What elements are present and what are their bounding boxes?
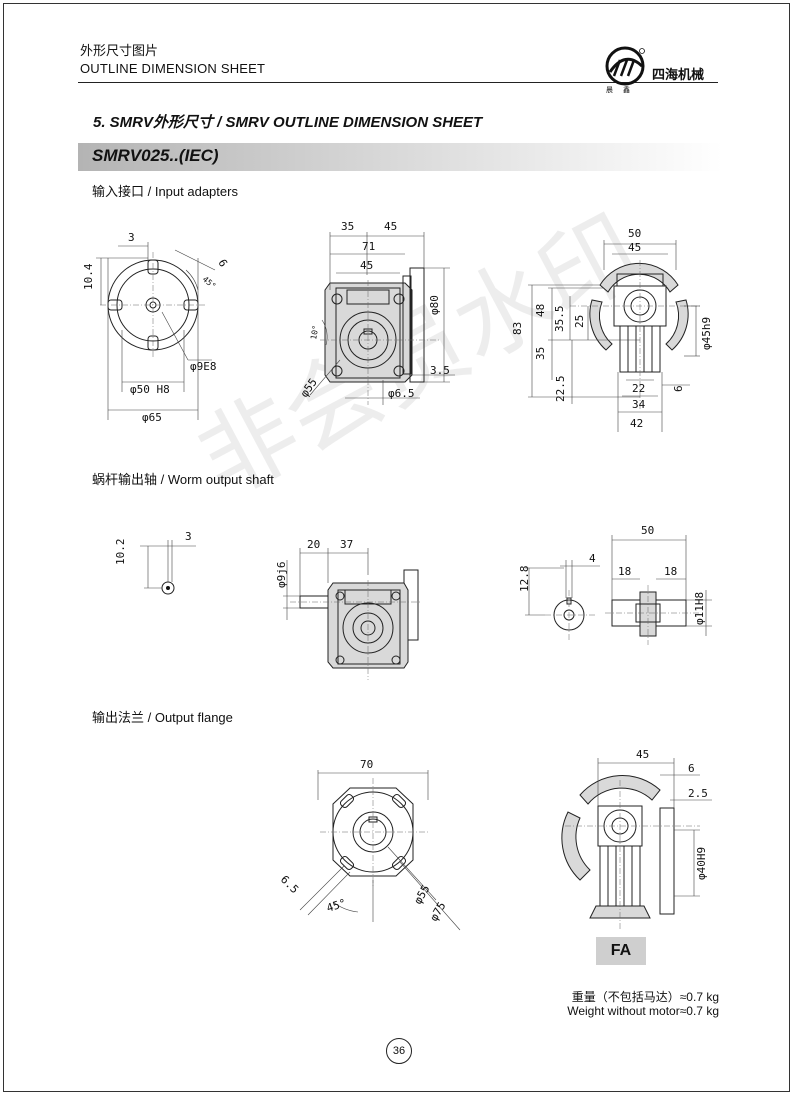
dim-input-side-71: 71 <box>362 240 375 253</box>
header-rule <box>78 82 718 83</box>
fa-label: FA <box>596 937 646 965</box>
dim-input-right-22: 22 <box>632 382 645 395</box>
dim-input-side-35: 35 <box>341 220 354 233</box>
dim-input-front-3: 3 <box>128 231 135 244</box>
dim-input-right-45: 45 <box>628 241 641 254</box>
dim-worm-right-12-8: 12.8 <box>518 566 531 593</box>
dim-input-front-10-4: 10.4 <box>82 263 95 290</box>
dim-worm-right-phi11h8: φ11H8 <box>693 592 706 625</box>
dim-input-right-phi45h9: φ45h9 <box>700 317 713 350</box>
dim-flange-side-45: 45 <box>636 748 649 761</box>
header-title-cn: 外形尺寸图片 <box>80 43 159 58</box>
brand-logo-subtext: 晨鑫 <box>606 87 640 94</box>
dim-input-front-45deg: 45° <box>201 275 218 291</box>
page-number: 36 <box>386 1038 412 1064</box>
worm-right-views <box>525 535 712 645</box>
dim-input-side-phi80: φ80 <box>428 295 441 315</box>
dim-input-side-phi6-5: φ6.5 <box>388 387 415 400</box>
dim-flange-front-phi55: φ55 <box>411 883 432 907</box>
dim-worm-side-20: 20 <box>307 538 320 551</box>
dim-input-side-45: 45 <box>360 259 373 272</box>
dim-input-right-50: 50 <box>628 227 641 240</box>
flange-front-view <box>299 770 461 931</box>
dim-flange-front-6-5: 6.5 <box>278 873 301 896</box>
input-side-view <box>309 232 455 405</box>
section-title: 5. SMRV外形尺寸 / SMRV OUTLINE DIMENSION SHE… <box>93 114 483 131</box>
group-label-input: 输入接口 / Input adapters <box>92 184 238 199</box>
worm-end-view <box>140 540 196 595</box>
input-front-view <box>96 242 216 420</box>
brand-logo-icon <box>605 46 645 86</box>
dim-flange-front-45deg: 45° <box>325 896 348 915</box>
dim-input-right-6: 6 <box>672 385 685 392</box>
dim-input-right-42: 42 <box>630 417 643 430</box>
dim-flange-front-phi75: φ75 <box>427 900 448 924</box>
dim-input-right-35-5: 35.5 <box>553 306 566 333</box>
dim-input-right-35: 35 <box>534 347 547 360</box>
dim-input-side-10deg: 10° <box>309 325 320 341</box>
page-frame <box>3 3 790 1092</box>
weight-cn: 重量（不包括马达）≈0.7 kg <box>571 990 719 1004</box>
dim-input-side-45-top: 45 <box>384 220 397 233</box>
dim-worm-right-50: 50 <box>641 524 654 537</box>
dim-input-front-6: 6 <box>215 257 230 269</box>
dim-worm-small-10-2: 10.2 <box>114 539 127 566</box>
dim-flange-front-70: 70 <box>360 758 373 771</box>
dim-input-front-phi65: φ65 <box>142 411 162 424</box>
header-title-en: OUTLINE DIMENSION SHEET <box>80 61 266 76</box>
worm-side-view <box>283 548 420 680</box>
brand-name: 四海机械 <box>652 67 705 82</box>
dim-input-side-phi55: φ55 <box>298 376 320 400</box>
dim-worm-side-37: 37 <box>340 538 353 551</box>
group-label-flange: 输出法兰 / Output flange <box>92 710 233 725</box>
dim-worm-right-4: 4 <box>589 552 596 565</box>
dim-input-right-22-5: 22.5 <box>554 376 567 403</box>
group-label-worm: 蜗杆输出轴 / Worm output shaft <box>92 472 274 487</box>
dim-worm-side-phi9j6: φ9j6 <box>275 562 288 589</box>
dim-input-right-25: 25 <box>573 315 586 328</box>
model-band-title: SMRV025..(IEC) <box>92 146 219 165</box>
dim-input-front-phi9e8: φ9E8 <box>190 360 217 373</box>
dim-flange-side-2-5: 2.5 <box>688 787 708 800</box>
dim-input-front-phi50: φ50 H8 <box>130 383 170 396</box>
dim-input-side-3-5: 3.5 <box>430 364 450 377</box>
dim-input-right-48: 48 <box>534 304 547 317</box>
model-band <box>78 143 723 171</box>
dim-worm-right-18-right: 18 <box>664 565 677 578</box>
dim-flange-side-6: 6 <box>688 762 695 775</box>
dim-input-right-83: 83 <box>511 322 524 335</box>
dim-worm-small-3: 3 <box>185 530 192 543</box>
weight-en: Weight without motor≈0.7 kg <box>567 1004 719 1018</box>
dim-worm-right-18-left: 18 <box>618 565 631 578</box>
input-right-view <box>528 240 700 432</box>
flange-side-view <box>561 758 712 930</box>
dim-input-right-34: 34 <box>632 398 646 411</box>
dim-flange-side-phi40h9: φ40H9 <box>695 847 708 880</box>
